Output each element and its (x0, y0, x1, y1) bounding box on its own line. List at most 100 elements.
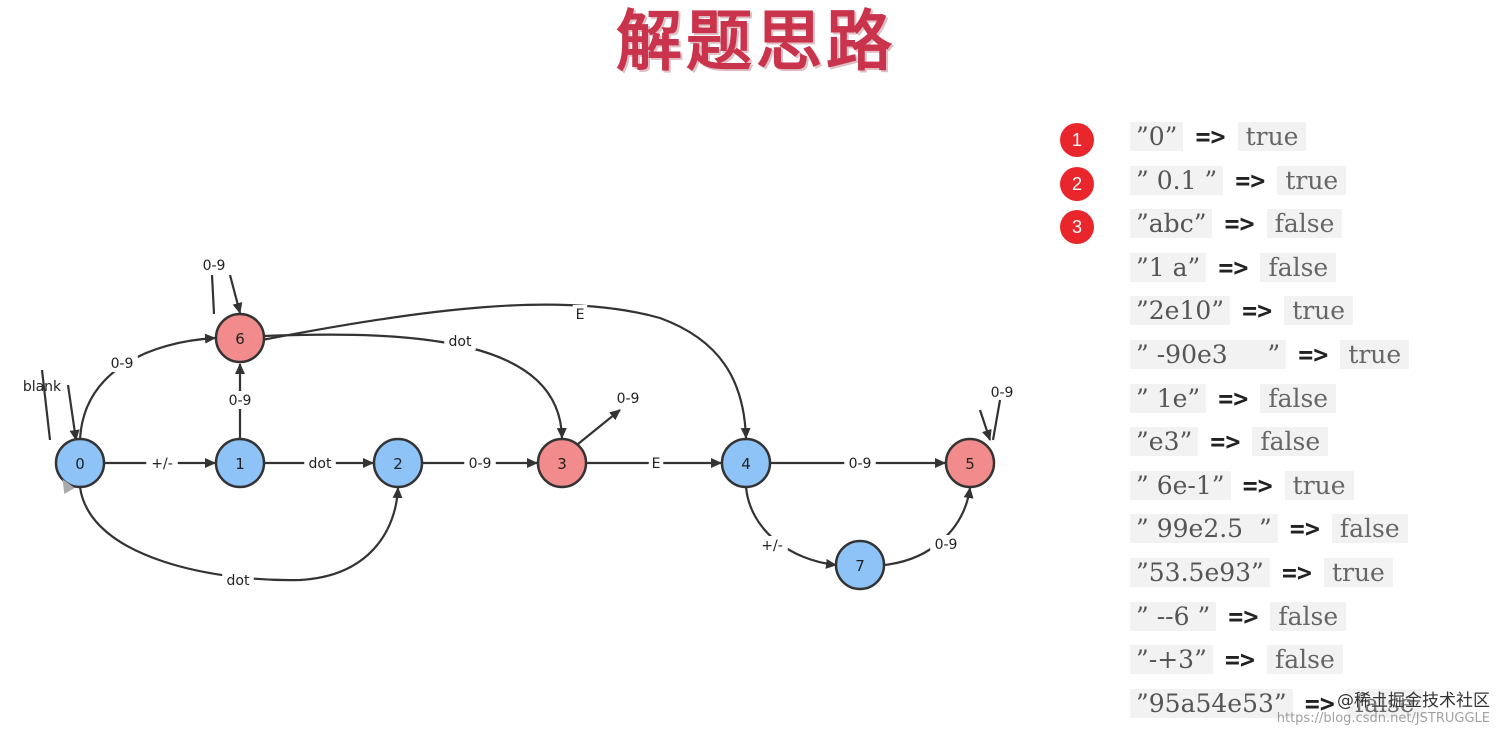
edge-line-5-5 (978, 409, 992, 441)
state-node-4: 4 (720, 437, 772, 489)
example-input: ”95a54e53” (1130, 688, 1293, 718)
example-row: ” 0.1 ”=>true (1130, 162, 1347, 200)
example-arrow: => (1224, 645, 1255, 675)
edge-label-bg-0-6 (106, 354, 138, 372)
edge-4-5: 0-9 (770, 454, 946, 472)
edge-label-bg-2-3 (464, 454, 496, 472)
edge-line-6-6 (228, 274, 243, 314)
edge-label-bg-3-4 (648, 454, 664, 472)
example-input: ” 6e-1” (1130, 470, 1231, 500)
edge-label-bg-1-6 (224, 391, 256, 409)
edge-3-4: E (586, 454, 722, 472)
example-input: ” 1e” (1130, 383, 1207, 413)
example-arrow: => (1281, 558, 1312, 587)
edge-label-0-6: 0-9 (111, 356, 134, 372)
example-arrow: => (1218, 252, 1249, 282)
edge-6-6: 0-9 (203, 258, 243, 315)
example-result: false (1260, 383, 1337, 413)
edge-label-bg-0-2 (222, 571, 254, 589)
example-result: true (1237, 122, 1307, 151)
edge-label-2-3: 0-9 (469, 456, 492, 472)
example-arrow: => (1242, 296, 1273, 326)
state-node-0: 0 (54, 437, 106, 489)
state-circle-2 (372, 437, 424, 489)
example-row: ” --6 ”=>false (1130, 598, 1347, 636)
example-row: ”-+3”=>false (1130, 641, 1343, 679)
example-arrow: => (1228, 601, 1259, 631)
state-label-7: 7 (855, 557, 865, 575)
edge-6-3: dot (263, 332, 567, 439)
example-row: ”e3”=>false (1130, 423, 1329, 461)
state-label-6: 6 (235, 330, 245, 348)
state-circle-1 (214, 437, 266, 489)
example-result: true (1340, 340, 1410, 369)
example-arrow: => (1242, 470, 1273, 500)
state-circle-6 (214, 312, 266, 364)
example-row: ” 6e-1”=>true (1130, 467, 1354, 505)
number-badge: 3 (1060, 210, 1094, 245)
edge-0-2: dot (78, 486, 403, 589)
example-row: ”2e10” => true (1130, 292, 1354, 330)
state-node-3: 3 (536, 437, 588, 489)
state-label-0: 0 (75, 455, 85, 473)
example-result: false (1260, 252, 1337, 282)
edge-label-bg-1-2 (304, 454, 336, 472)
edge-line-3-3 (577, 409, 621, 445)
example-arrow: => (1298, 340, 1329, 369)
watermark-sub: https://blog.csdn.net/JSTRUGGLE (1276, 711, 1490, 726)
example-input: ”53.5e93” (1130, 558, 1270, 587)
example-row: ” 99e2.5 ”=>false (1130, 510, 1408, 548)
edge-label-6-4: E (576, 307, 585, 323)
example-row: ” 1e” => false (1130, 380, 1337, 418)
edge-line-7-5 (883, 487, 974, 567)
edge-label-bg-7-5 (930, 535, 962, 553)
edge-line-6-6-b (210, 274, 216, 315)
number-badge: 2 (1060, 166, 1094, 201)
edge-label-bg-6-3 (444, 332, 476, 350)
edge-label-bg-4-7 (756, 536, 788, 554)
example-result: false (1346, 688, 1423, 718)
example-input: ”1 a” (1130, 252, 1207, 282)
example-result: false (1252, 427, 1329, 457)
edge-line-6-3 (263, 333, 567, 439)
example-input: ”2e10” (1130, 296, 1231, 326)
edge-line-0-0-b (40, 369, 52, 441)
edge-label-7-5: 0-9 (935, 537, 958, 553)
edge-label-0-2: dot (227, 573, 250, 589)
example-row: ”abc”=>false (1130, 205, 1343, 243)
example-input: ” -90e3 ” (1130, 340, 1287, 369)
state-node-5: 5 (944, 437, 996, 489)
page-title: 解题思路 (616, 3, 896, 80)
state-node-1: 1 (214, 437, 266, 489)
number-badge: 1 (1060, 123, 1094, 157)
example-arrow: => (1224, 209, 1255, 239)
example-result: true (1277, 165, 1347, 195)
edge-label-6-6: 0-9 (203, 258, 226, 274)
edge-label-6-3: dot (449, 334, 472, 350)
example-input: ”abc” (1130, 209, 1213, 239)
example-result: false (1331, 514, 1408, 544)
edge-2-3: 0-9 (422, 454, 538, 472)
example-arrow: => (1218, 383, 1249, 413)
example-result: false (1270, 601, 1347, 631)
state-circle-5 (944, 437, 996, 489)
state-circle-0 (54, 437, 106, 489)
edge-label-bg-4-5 (844, 454, 876, 472)
state-label-2: 2 (393, 455, 403, 473)
example-result: true (1284, 296, 1354, 326)
example-row: ” -90e3 ” => true (1130, 336, 1410, 374)
state-circle-3 (536, 437, 588, 489)
edge-label-3-4: E (652, 456, 661, 472)
edge-label-4-7: +/- (761, 538, 783, 554)
example-input: ”0” (1130, 122, 1184, 151)
edge-label-0-1: +/- (151, 456, 173, 472)
example-row: ”95a54e53”=>false (1130, 685, 1423, 723)
example-arrow: => (1289, 514, 1320, 544)
edge-label-3-3: 0-9 (617, 391, 640, 407)
edge-7-5: 0-9 (883, 487, 974, 567)
state-label-4: 4 (741, 455, 751, 473)
edge-label-0-0: blank (23, 379, 62, 395)
